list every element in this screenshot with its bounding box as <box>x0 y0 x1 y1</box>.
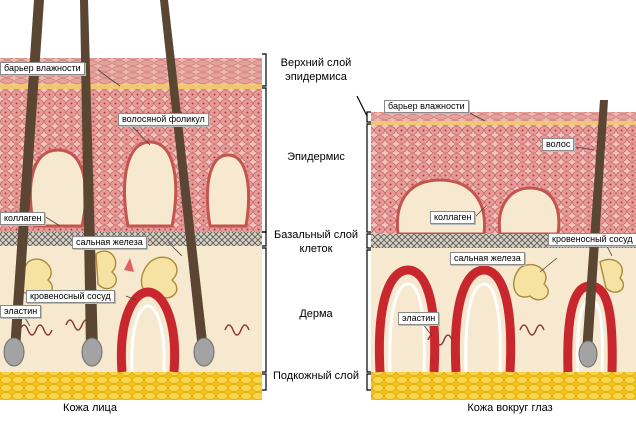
left-sebaceous-gland-label: сальная железа <box>72 236 147 249</box>
left-moisture-barrier-label: барьер влажности <box>0 62 85 75</box>
layer-dermis: Дерма <box>299 308 333 320</box>
eye-skin-panel <box>371 0 636 400</box>
layer-basal: Базальный слой клеток <box>273 229 358 255</box>
right-moisture-barrier-label: барьер влажности <box>384 100 469 113</box>
left-panel-caption: Кожа лица <box>63 402 117 414</box>
layer-upper-epidermis: Верхний слой эпидермиса <box>280 57 352 83</box>
right-panel-caption: Кожа вокруг глаз <box>467 402 553 414</box>
right-sebaceous-gland-label: сальная железа <box>450 252 525 265</box>
face-skin-panel <box>0 0 262 400</box>
left-hair-follicle-label: волосяной фоликул <box>118 113 209 126</box>
right-blood-vessel-label: кровеносный сосуд <box>548 233 636 246</box>
layer-epidermis: Эпидермис <box>287 151 345 163</box>
layer-subcutaneous: Подкожный слой <box>273 370 359 382</box>
right-hair-label: волос <box>542 138 575 151</box>
left-blood-vessel-label: кровеносный сосуд <box>26 290 115 303</box>
right-elastin-label: эластин <box>398 312 440 325</box>
right-collagen-label: коллаген <box>430 211 476 224</box>
left-elastin-label: эластин <box>0 305 42 318</box>
left-collagen-label: коллаген <box>0 212 46 225</box>
